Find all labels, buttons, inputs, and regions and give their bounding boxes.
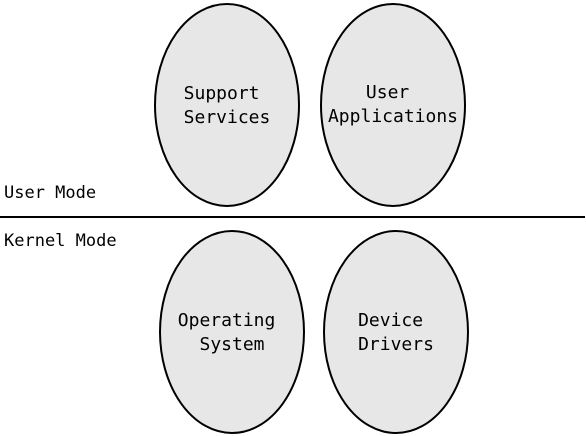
device-drivers-node: Device Drivers bbox=[323, 230, 469, 434]
device-drivers-label-line1: Device bbox=[358, 310, 423, 331]
operating-system-label-line1: Operating bbox=[178, 310, 276, 331]
support-services-label-line1: Support bbox=[184, 83, 260, 104]
user-applications-label-line2: Applications bbox=[328, 106, 458, 127]
device-drivers-ellipse bbox=[323, 230, 469, 434]
operating-system-label-line2: System bbox=[199, 334, 264, 355]
operating-system-ellipse bbox=[159, 230, 305, 434]
user-applications-ellipse bbox=[320, 3, 466, 207]
support-services-label: Support Services bbox=[184, 83, 271, 128]
user-applications-label: User Applications bbox=[328, 82, 458, 127]
device-drivers-label-line2: Drivers bbox=[358, 334, 434, 355]
device-drivers-label: Device Drivers bbox=[358, 310, 434, 355]
operating-system-node: Operating System bbox=[159, 230, 305, 434]
support-services-node: Support Services bbox=[154, 3, 300, 207]
user-mode-label: User Mode bbox=[4, 183, 96, 203]
user-applications-node: User Applications bbox=[320, 3, 466, 207]
kernel-mode-label: Kernel Mode bbox=[4, 231, 117, 251]
support-services-ellipse bbox=[154, 3, 300, 207]
support-services-label-line2: Services bbox=[184, 107, 271, 128]
operating-system-label: Operating System bbox=[178, 310, 286, 355]
user-applications-label-line1: User bbox=[366, 82, 410, 103]
